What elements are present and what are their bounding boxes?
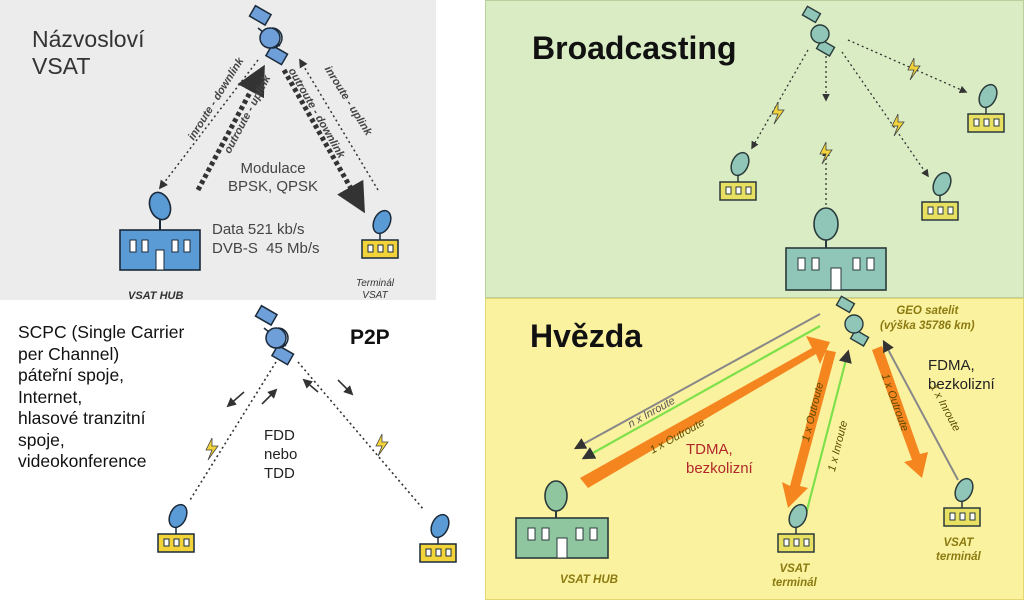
signal-bolt-icon [907, 57, 921, 81]
signal-bolt-icon [891, 113, 905, 137]
star-terminal-2-icon [943, 474, 981, 527]
broadcast-terminal-icon [921, 168, 959, 221]
modulation-text: Modulace BPSK, QPSK [228, 160, 319, 195]
star-hub-label: VSAT HUB [560, 574, 618, 586]
p2p-description: SCPC (Single Carrier per Channel) páteřn… [18, 322, 185, 471]
tr-links [751, 39, 968, 210]
vsat-hub-label: VSAT HUB [128, 290, 184, 302]
vsat-terminal-label: Terminál VSAT [356, 278, 394, 301]
broadcasting-title: Broadcasting [532, 30, 737, 66]
duplex-text: FDD nebo TDD [264, 427, 298, 482]
broadcast-hub-icon [785, 207, 887, 291]
p2p-links [189, 361, 425, 511]
broadcast-terminal-icon [967, 80, 1005, 133]
p2p-terminal-left-icon [157, 500, 195, 553]
geo-satellite-icon [835, 295, 870, 347]
star-hub-icon [515, 480, 609, 559]
p2p-satellite-icon [254, 304, 295, 366]
data-rates-text: Data 521 kb/s DVB-S 45 Mb/s [212, 221, 320, 257]
link-outroute-uplink [195, 64, 265, 192]
star-terminal-2-label: VSAT terminál [936, 537, 981, 563]
geo-satellite-label: GEO satelit (výška 35786 km) [880, 305, 975, 332]
p2p-title: P2P [350, 326, 390, 349]
star-links [573, 313, 959, 515]
p2p-terminal-right-icon [419, 510, 457, 563]
signal-bolt-icon [771, 101, 785, 125]
star-title: Hvězda [530, 318, 643, 354]
star-terminal-1-label: VSAT terminál [772, 563, 817, 589]
fdma-text: FDMA, bezkolizní [928, 357, 995, 393]
vsat-terminology-title: Názvosloví VSAT [32, 26, 145, 79]
vsat-hub-icon [119, 188, 201, 271]
satellite-icon [248, 4, 289, 66]
tdma-text: TDMA, bezkolizní [686, 441, 753, 477]
link-inroute-uplink [299, 58, 379, 191]
signal-bolt-icon [375, 433, 389, 457]
broadcast-terminal-icon [719, 148, 757, 201]
tl-links [158, 58, 379, 214]
vsat-terminal-icon [361, 206, 399, 259]
signal-bolt-icon [819, 141, 833, 165]
star-terminal-1-icon [777, 500, 815, 553]
broadcast-satellite-icon [801, 5, 836, 57]
link-outroute-downlink [281, 68, 365, 214]
